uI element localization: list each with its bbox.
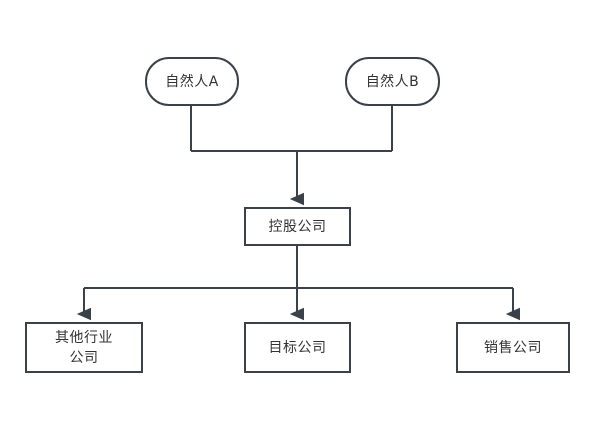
node-person-a[interactable]: 自然人A <box>145 57 239 106</box>
node-target-company[interactable]: 目标公司 <box>244 322 351 373</box>
node-other-industry-company-label: 其他行业 公司 <box>55 329 113 366</box>
node-holding-company-label: 控股公司 <box>268 218 327 235</box>
node-holding-company[interactable]: 控股公司 <box>244 207 351 246</box>
node-sales-company[interactable]: 销售公司 <box>456 322 570 373</box>
node-person-a-label: 自然人A <box>165 73 219 90</box>
node-person-b-label: 自然人B <box>365 73 420 90</box>
node-person-b[interactable]: 自然人B <box>345 57 440 106</box>
node-other-industry-company[interactable]: 其他行业 公司 <box>25 322 143 373</box>
node-sales-company-label: 销售公司 <box>484 339 542 356</box>
node-target-company-label: 目标公司 <box>268 339 327 356</box>
